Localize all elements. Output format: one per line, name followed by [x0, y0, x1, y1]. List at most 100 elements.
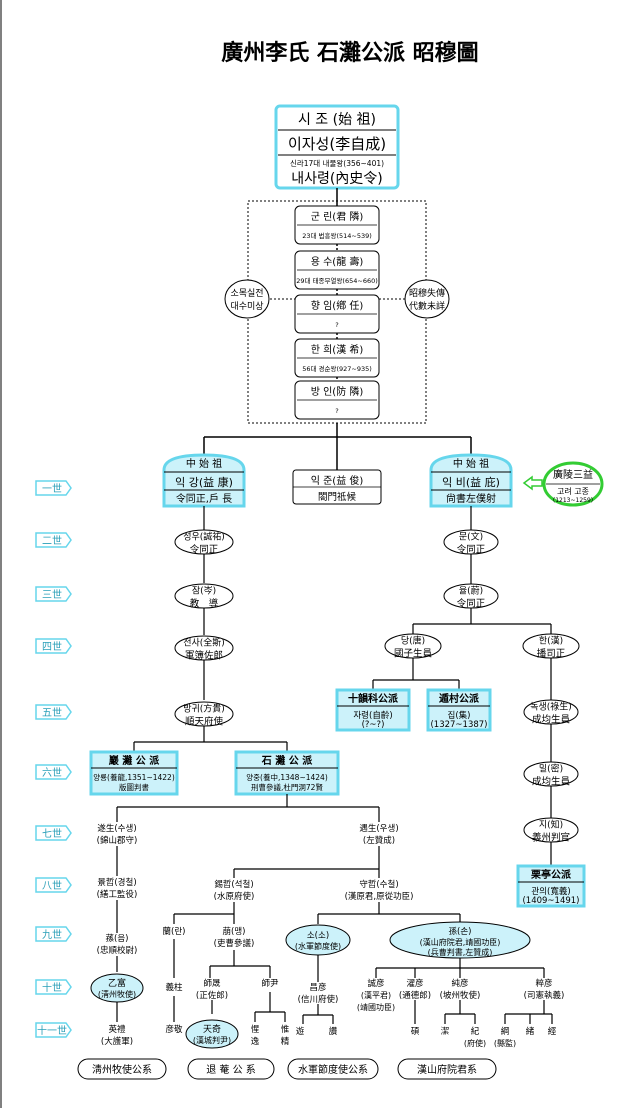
generation-tag — [35, 979, 72, 995]
branch-label-text: 漢山府院君系 — [417, 1063, 477, 1076]
label-text: 소목실전 — [230, 288, 263, 299]
person-text: 蓀(음) — [106, 933, 129, 944]
label-text: 紀 — [471, 1026, 480, 1037]
generation-label: 二世 — [42, 535, 62, 547]
label-text: 遁村公派 — [439, 692, 480, 705]
side-oval-left — [224, 279, 270, 319]
person-text: 遇生(우생) — [359, 823, 398, 834]
label-text: (漢城判尹) — [193, 1035, 231, 1045]
generation-tag — [35, 532, 72, 548]
person-text: 師晟 — [203, 978, 221, 989]
label-text: 綱 — [501, 1026, 510, 1037]
branch-label-text: 淸州牧使公系 — [92, 1063, 152, 1076]
ancestor-note: ? — [335, 407, 338, 415]
label-text: 中 始 祖 — [186, 457, 222, 470]
node-text: 成均生員 — [532, 714, 571, 726]
label-text: (1327~1387) — [430, 720, 487, 730]
label-text: (漢山府院君,靖國功臣) — [420, 937, 501, 947]
page-title: 廣州李氏 石灘公派 昭穆圖 — [221, 40, 478, 66]
label-text: (1409~1491) — [522, 896, 579, 906]
generation-tag — [35, 638, 72, 654]
person-text: (坡州牧使) — [440, 990, 481, 1001]
person-text: 萠(맹) — [223, 926, 246, 937]
node-text: 軍簿佐郎 — [185, 650, 223, 662]
person-text: 蘭(란) — [163, 926, 186, 937]
node-text: 당(唐) — [401, 635, 425, 647]
label-text: 中 始 祖 — [453, 457, 489, 470]
label-text: (兵曹判書,左贊成) — [428, 947, 493, 957]
node-text: 成均生員 — [532, 776, 571, 788]
label-text: 집(集) — [448, 710, 471, 721]
label-text: 刑曹參議,杜門洞72賢 — [251, 782, 323, 792]
label-text: (府使) — [464, 1038, 486, 1048]
branch-label-box — [187, 1058, 275, 1080]
person-text: (正佐郎) — [196, 990, 228, 1001]
person-text: (司憲執義) — [524, 990, 565, 1001]
yuljeong-box — [516, 864, 586, 908]
node-text: 밀(密) — [539, 763, 563, 775]
generation-tag — [35, 1022, 72, 1038]
label-text: 관의(寬義) — [531, 886, 570, 897]
label-text: 昭穆失傳 — [409, 287, 445, 299]
label-text: (1213~1259) — [553, 497, 593, 504]
label-text: 代數未詳 — [409, 300, 445, 312]
label-text: (淸州牧使) — [98, 989, 136, 999]
person-text: 英禮 — [108, 1024, 126, 1035]
label-text: 惟 — [281, 1024, 290, 1035]
person-text: 純彦 — [451, 978, 469, 989]
label-text: 巖 灘 公 派 — [109, 754, 160, 767]
person-text: 彦敬 — [165, 1024, 183, 1035]
label-text: 誠彦 — [367, 978, 385, 989]
founder-name: 이자성(李自成) — [288, 135, 386, 153]
label-text: 孫(손) — [449, 926, 472, 937]
branch-label-box — [77, 1058, 167, 1080]
person-text: 粹彦 — [535, 978, 553, 989]
label-text: 逸 — [251, 1036, 260, 1047]
label-text: 고려 고종 — [557, 486, 589, 496]
label-text: 惺 — [251, 1024, 260, 1035]
g1-right-box — [429, 453, 513, 508]
person-text: 守哲(수철) — [359, 879, 398, 890]
label-text: 令同正,戶 長 — [176, 492, 232, 505]
ancestor-name: 향 임(鄕 任) — [311, 299, 364, 312]
cheongi-oval — [185, 1019, 239, 1049]
generation-label: 九世 — [42, 929, 62, 941]
person-text: (吏曹參議) — [214, 938, 255, 949]
ancestor-name: 군 린(君 隣) — [311, 210, 364, 223]
label-text: 石 灘 公 派 — [261, 754, 313, 767]
node-text: 令同正 — [457, 544, 486, 556]
node-text: 전사(全斯) — [183, 637, 225, 649]
label-text: 익 강(益 康) — [175, 475, 233, 489]
person-text: 遂生(수생) — [97, 823, 136, 834]
generation-tag — [35, 764, 72, 780]
label-text: (靖國功臣) — [357, 1002, 395, 1012]
label-text: 자령(自齡) — [353, 710, 392, 721]
person-text: (通德郎) — [399, 990, 431, 1001]
node-text: 教 導 — [190, 598, 219, 610]
node-text: 녹생(祿生) — [530, 701, 572, 713]
branch-label-text: 退 菴 公 系 — [206, 1064, 256, 1076]
node-text: 문(文) — [459, 531, 483, 543]
label-text: 양룡(養龍,1351~1422) — [93, 772, 175, 782]
generation-label: 四世 — [42, 641, 62, 653]
generation-tag — [35, 825, 72, 841]
node-text: 지(知) — [539, 819, 563, 831]
person-text: 錫哲(석철) — [214, 879, 253, 890]
generation-label: 三世 — [42, 589, 62, 601]
person-text: (水原府使) — [214, 891, 255, 902]
node-text: 한(漢) — [539, 635, 563, 647]
generation-tag — [35, 877, 72, 893]
yamtan-box — [89, 750, 179, 796]
ship-un-gwa-box — [335, 688, 411, 732]
label-text: 익 비(益 庇) — [442, 475, 500, 489]
g1-left-box — [162, 453, 246, 508]
node-text: 令同正 — [190, 544, 219, 556]
label-text: (水軍節度使) — [295, 941, 341, 951]
label-text: 소(소) — [307, 931, 329, 941]
label-text: 十韻科公派 — [348, 692, 399, 705]
label-text: 廣陵三益 — [553, 468, 593, 481]
generation-tag — [35, 480, 72, 496]
branch-label-text: 水軍節度使公系 — [298, 1063, 368, 1076]
